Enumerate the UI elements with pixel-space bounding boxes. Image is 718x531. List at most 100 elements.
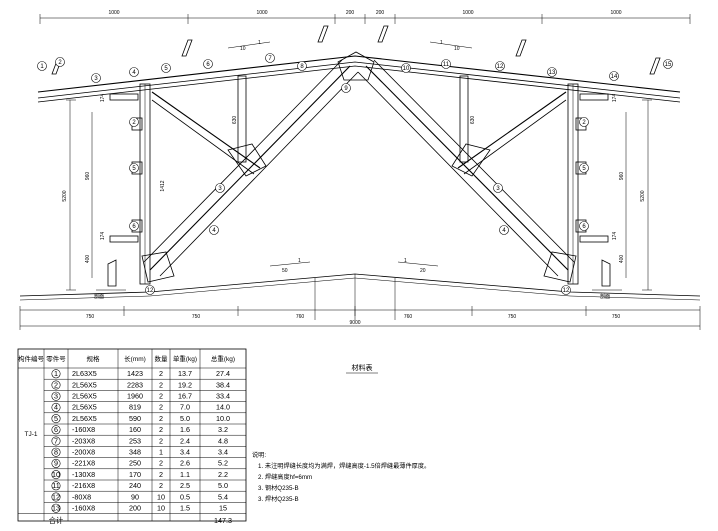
bom-header-4: 数量: [155, 354, 169, 363]
bom-cell-qty: 2: [159, 380, 163, 389]
bom-cell-qty: 10: [157, 492, 165, 501]
bom-cell-len: 90: [131, 492, 139, 501]
bom-cell-no: 10: [52, 470, 60, 479]
svg-text:剖面: 剖面: [600, 293, 610, 300]
svg-text:1: 1: [40, 64, 44, 70]
bom-cell-len: 590: [129, 414, 141, 423]
bom-cell-unit: 5.0: [180, 414, 190, 423]
bom-title: 材料表: [346, 363, 378, 374]
svg-text:10: 10: [454, 46, 460, 52]
slope-tag-bottom-left: 50 1: [269, 258, 311, 274]
bom-header-1: 零件号: [46, 354, 66, 363]
slope-tag-left: 10 1: [227, 40, 271, 52]
svg-text:50: 50: [282, 268, 288, 274]
notes: 说明: 1. 未注明焊缝长度均为满焊，焊缝高度-1.5倍焊缝最薄件厚度。 2. …: [252, 451, 430, 503]
top-dimension-line: 1000 1000 200 200 1000 1000: [39, 10, 691, 24]
bom-cell-unit: 19.2: [178, 380, 192, 389]
top-chord: [37, 55, 681, 103]
bom-row-marker: [51, 402, 61, 412]
bom-cell-no: 2: [54, 380, 58, 389]
svg-text:11: 11: [443, 62, 450, 68]
bom-cell-qty: 10: [157, 504, 165, 513]
svg-text:4: 4: [502, 228, 506, 234]
bom-row-marker: [51, 414, 61, 424]
bom-cell-spec: -203X8: [72, 436, 95, 445]
bom-row-marker: [51, 470, 61, 480]
marker-6: 6: [203, 59, 213, 69]
bom-cell-no: 7: [54, 436, 58, 445]
svg-text:6: 6: [206, 62, 210, 68]
dim-top-5: 1000: [462, 10, 473, 16]
bom-cell-unit: 0.5: [180, 492, 190, 501]
svg-text:剖面: 剖面: [94, 293, 104, 300]
svg-text:20: 20: [420, 268, 426, 274]
support-right: 剖面: [592, 259, 622, 300]
bom-cell-qty: 2: [159, 459, 163, 468]
bom-total-value: 147.3: [214, 516, 232, 525]
bom-cell-no: 8: [54, 448, 58, 457]
bom-row-marker: [51, 380, 61, 390]
svg-text:5: 5: [132, 166, 136, 172]
bom-row-marker: [51, 391, 61, 401]
marker-15: 15: [663, 59, 673, 69]
bom-cell-spec: -221X8: [72, 459, 95, 468]
svg-text:13: 13: [549, 70, 556, 76]
member-length-labels: 1412 630 630: [160, 116, 476, 192]
bom-cell-qty: 2: [159, 369, 163, 378]
diagonals-left: [143, 59, 359, 277]
note-1: 1. 未注明焊缝长度均为满焊，焊缝高度-1.5倍焊缝最薄件厚度。: [258, 462, 430, 470]
bom-row-marker: [51, 458, 61, 468]
right-column: [567, 83, 587, 285]
bom-cell-total: 33.4: [216, 392, 230, 401]
svg-text:4: 4: [132, 70, 136, 76]
bom-cell-len: 348: [129, 448, 141, 457]
bom-cell-no: 9: [54, 459, 58, 468]
bom-cell-total: 38.4: [216, 380, 230, 389]
marker-7: 7: [265, 53, 275, 63]
bom-cell-no: 1: [54, 369, 58, 378]
dim-top-3: 200: [346, 10, 355, 16]
diagonals-right: [357, 59, 575, 277]
dim-overall: 9000: [349, 320, 360, 326]
left-column: [131, 83, 151, 285]
svg-text:760: 760: [404, 314, 413, 320]
bom-cell-spec: 2L56X5: [72, 403, 97, 412]
bom-cell-unit: 1.5: [180, 504, 190, 513]
bom-cell-total: 10.0: [216, 414, 230, 423]
svg-text:12: 12: [497, 64, 504, 70]
marker-11: 11: [441, 59, 451, 69]
bom-cell-spec: -216X8: [72, 481, 95, 490]
dim-left-overall: 5200: [62, 190, 68, 201]
bom-cell-qty: 1: [159, 448, 163, 457]
svg-text:10: 10: [240, 46, 246, 52]
svg-text:3: 3: [94, 76, 98, 82]
svg-text:630: 630: [232, 116, 238, 125]
svg-text:750: 750: [612, 314, 621, 320]
bom-header-2: 规格: [87, 354, 101, 363]
marker-4: 4: [129, 67, 139, 77]
bom-row-marker: [51, 503, 61, 513]
svg-text:960: 960: [85, 172, 91, 181]
bom-cell-no: 6: [54, 425, 58, 434]
svg-text:4: 4: [212, 228, 216, 234]
marker-12: 12: [495, 61, 505, 71]
bom-cell-unit: 7.0: [180, 403, 190, 412]
svg-text:750: 750: [86, 314, 95, 320]
marker-l-3: 6: [129, 221, 139, 231]
bom-cell-total: 5.4: [218, 492, 228, 501]
gusset-plates: [141, 51, 577, 283]
bom-cell-len: 819: [129, 403, 141, 412]
bom-cell-qty: 2: [159, 392, 163, 401]
svg-text:1412: 1412: [160, 180, 166, 191]
svg-text:15: 15: [665, 62, 672, 68]
bom-cell-unit: 1.1: [180, 470, 190, 479]
slope-tag-bottom-right: 20 1: [397, 258, 439, 274]
svg-text:174: 174: [612, 232, 618, 241]
svg-text:10: 10: [403, 66, 410, 72]
bom-group-label: TJ-1: [25, 431, 38, 438]
svg-text:174: 174: [612, 94, 618, 103]
bom-cell-unit: 2.4: [180, 436, 190, 445]
bom-cell-total: 3.2: [218, 425, 228, 434]
bom-cell-total: 5.0: [218, 481, 228, 490]
